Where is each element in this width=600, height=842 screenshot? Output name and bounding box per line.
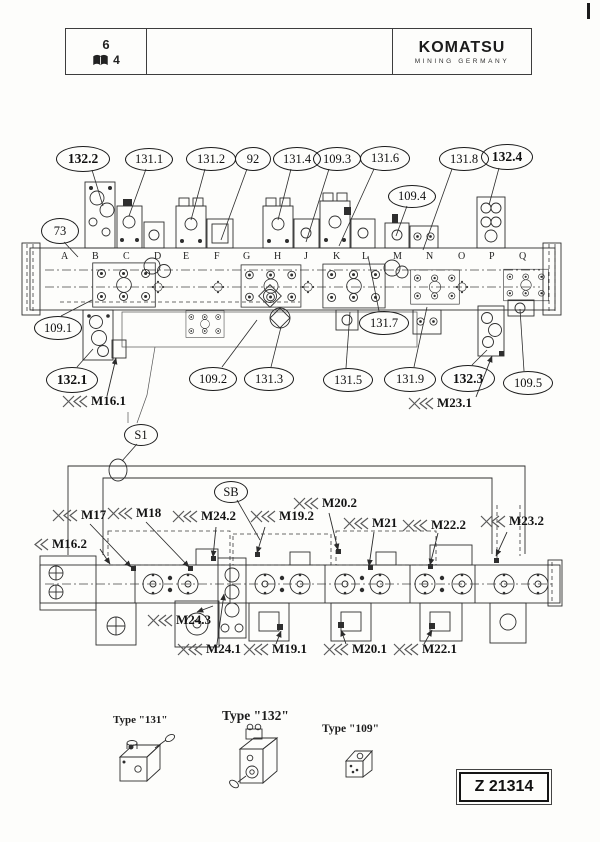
measuring-point-m24-3: M24.3	[147, 612, 211, 628]
page-number: 6	[102, 36, 110, 52]
chevron-left-icon	[34, 538, 49, 551]
callout-109-1: 109.1	[34, 316, 82, 340]
diagram1-linework	[21, 181, 562, 361]
measuring-point-icon	[243, 643, 269, 656]
rail-letter: E	[183, 251, 190, 262]
callout-109-4: 109.4	[388, 185, 436, 208]
rail-letter: D	[154, 251, 162, 262]
measuring-point-m21: M21	[343, 515, 397, 531]
measuring-point-m20-2: M20.2	[293, 495, 357, 511]
rail-letter: P	[489, 251, 495, 262]
rail-letter: L	[362, 251, 369, 262]
measuring-point-m22-2: M22.2	[402, 517, 466, 533]
header-brand-cell: KOMATSU MINING GERMANY	[393, 29, 531, 74]
callout-132-4: 132.4	[481, 144, 533, 170]
measuring-point-m24-1: M24.1	[177, 641, 241, 657]
header-empty-cell	[147, 29, 393, 74]
measuring-point-icon	[147, 614, 173, 627]
measuring-point-icon	[480, 515, 506, 528]
brand-subtitle: MINING GERMANY	[414, 57, 510, 65]
legend-label-type-109: Type "109"	[322, 723, 379, 735]
legend-type-109-drawing	[344, 749, 374, 778]
measuring-point-m17: M17	[52, 507, 106, 523]
rail-letter: M	[393, 251, 402, 262]
rail-letter: A	[61, 251, 69, 262]
callout-109-2: 109.2	[189, 367, 237, 391]
measuring-point-m19-1: M19.1	[243, 641, 307, 657]
callout-131-1: 131.1	[125, 148, 173, 171]
diagram2-linework	[39, 505, 563, 648]
callout-132-3: 132.3	[441, 365, 495, 392]
rail-letter: Q	[519, 251, 527, 262]
measuring-point-icon	[393, 643, 419, 656]
callout-73: 73	[41, 218, 79, 244]
measuring-point-icon	[52, 509, 78, 522]
brand-logo: KOMATSU	[418, 38, 506, 56]
legend-label-type-132: Type "132"	[222, 708, 289, 723]
measuring-point-m23-2: M23.2	[480, 513, 544, 529]
sheet-number: 4	[113, 52, 120, 67]
measuring-point-m19-2: M19.2	[250, 508, 314, 524]
rail-letter: F	[214, 251, 220, 262]
callout-131-2: 131.2	[186, 147, 236, 171]
callout-s1: S1	[124, 424, 158, 446]
open-book-icon	[93, 54, 108, 65]
measuring-point-m23-1: M23.1	[408, 395, 472, 411]
callout-109-5: 109.5	[503, 371, 553, 395]
callout-131-7: 131.7	[359, 311, 409, 335]
measuring-point-m22-1: M22.1	[393, 641, 457, 657]
measuring-point-icon	[177, 643, 203, 656]
measuring-point-icon	[62, 395, 88, 408]
header-page-cell: 6 4	[66, 29, 147, 74]
callout-132-2: 132.2	[56, 146, 110, 172]
page-header: 6 4 KOMATSU MINING GERMANY	[65, 28, 532, 75]
rail-letter: G	[243, 251, 251, 262]
legend-type-131-drawing	[118, 733, 176, 783]
drawing-number-box: Z 21314	[456, 769, 552, 805]
legend-type-132-drawing	[229, 723, 279, 789]
callout-132-1: 132.1	[46, 367, 98, 393]
rail-letter: K	[333, 251, 341, 262]
measuring-point-icon	[293, 497, 319, 510]
callout-131-9: 131.9	[384, 367, 436, 392]
page-edge-mark	[587, 3, 590, 19]
rail-letter: C	[123, 251, 130, 262]
measuring-point-icon	[323, 643, 349, 656]
measuring-point-m16-2: M16.2	[33, 536, 87, 552]
callout-131-3: 131.3	[244, 367, 294, 391]
measuring-point-m24-2: M24.2	[172, 508, 236, 524]
measuring-point-m16-1: M16.1	[62, 393, 126, 409]
diagram1-leaders	[60, 167, 525, 372]
measuring-point-icon	[343, 517, 369, 530]
book-row: 4	[92, 53, 120, 67]
callout-92: 92	[235, 147, 271, 171]
rail-letter: N	[426, 251, 434, 262]
rail-letter: O	[458, 251, 466, 262]
callout-109-3: 109.3	[313, 147, 361, 171]
measuring-point-icon	[172, 510, 198, 523]
callout-131-5: 131.5	[323, 368, 373, 392]
callout-sb: SB	[214, 481, 248, 503]
measuring-point-icon	[402, 519, 428, 532]
legend-label-type-131: Type "131"	[113, 714, 168, 726]
measuring-point-m18: M18	[107, 505, 161, 521]
callout-131-6: 131.6	[360, 146, 410, 171]
rail-letter: H	[274, 251, 282, 262]
measuring-point-icon	[107, 507, 133, 520]
measuring-point-m20-1: M20.1	[323, 641, 387, 657]
measuring-point-icon	[250, 510, 276, 523]
rail-letter: J	[304, 251, 308, 262]
drawing-number: Z 21314	[474, 778, 534, 795]
rail-letter: B	[92, 251, 99, 262]
measuring-point-icon	[408, 397, 434, 410]
